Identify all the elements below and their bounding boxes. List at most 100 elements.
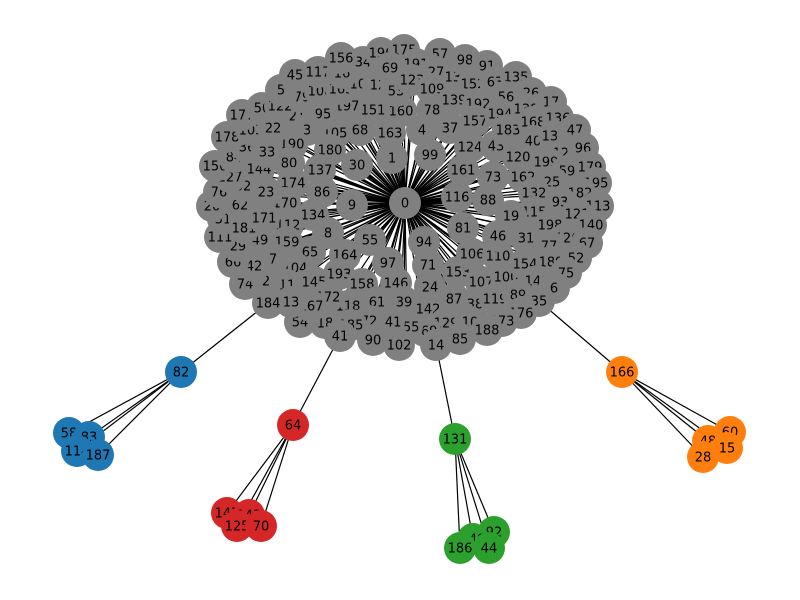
graph-node-106[interactable]: 106 — [456, 238, 488, 270]
graph-node-85[interactable]: 85 — [444, 323, 476, 355]
node-circle — [389, 187, 421, 219]
graph-edge — [454, 438, 461, 549]
graph-node-186[interactable]: 186 — [444, 532, 476, 564]
node-circle — [473, 532, 505, 564]
node-label: 14 — [428, 339, 445, 354]
node-circle — [245, 510, 277, 542]
node-circle — [477, 161, 509, 193]
graph-node-55[interactable]: 55 — [354, 224, 386, 256]
node-label: 24 — [422, 281, 439, 296]
node-label: 193 — [327, 268, 352, 283]
node-label: 74 — [237, 278, 254, 293]
graph-node-82[interactable]: 82 — [165, 356, 197, 388]
node-circle — [471, 314, 503, 346]
node-circle — [459, 105, 491, 137]
graph-node-156[interactable]: 156 — [325, 42, 357, 74]
node-label: 117 — [306, 66, 331, 81]
node-label: 137 — [308, 164, 333, 179]
node-circle — [439, 423, 471, 455]
node-circle — [221, 510, 253, 542]
graph-node-64[interactable]: 64 — [277, 409, 309, 441]
graph-node-99[interactable]: 99 — [414, 139, 446, 171]
node-label: 85 — [452, 333, 469, 348]
node-label: 178 — [215, 131, 240, 146]
node-label: 124 — [458, 141, 483, 156]
node-label: 62 — [232, 199, 249, 214]
graph-node-183[interactable]: 183 — [492, 114, 524, 146]
node-label: 2 — [262, 275, 270, 290]
graph-edge — [621, 371, 731, 433]
graph-edge — [180, 302, 269, 373]
graph-node-188[interactable]: 188 — [471, 314, 503, 346]
node-label: 171 — [252, 212, 277, 227]
graph-node-102[interactable]: 102 — [383, 329, 415, 361]
graph-edge — [454, 438, 474, 540]
graph-node-41[interactable]: 41 — [324, 320, 356, 352]
node-label: 41 — [332, 330, 349, 345]
graph-node-0[interactable]: 0 — [389, 187, 421, 219]
graph-node-1[interactable]: 1 — [376, 142, 408, 174]
node-circle — [441, 181, 473, 213]
node-circle — [165, 356, 197, 388]
graph-node-70[interactable]: 70 — [245, 510, 277, 542]
graph-node-124[interactable]: 124 — [454, 131, 486, 163]
node-label: 1 — [388, 152, 396, 167]
node-label: 186 — [448, 542, 473, 557]
graph-node-33[interactable]: 33 — [251, 136, 283, 168]
graph-node-117[interactable]: 117 — [302, 56, 334, 88]
graph-node-15[interactable]: 15 — [711, 432, 743, 464]
node-label: 30 — [349, 159, 366, 174]
node-label: 70 — [253, 520, 270, 535]
graph-node-116[interactable]: 116 — [441, 181, 473, 213]
node-label: 188 — [475, 324, 500, 339]
node-label: 184 — [256, 297, 281, 312]
node-label: 116 — [445, 191, 470, 206]
graph-node-187[interactable]: 187 — [82, 439, 114, 471]
node-circle — [414, 139, 446, 171]
node-circle — [302, 56, 334, 88]
node-label: 153 — [446, 266, 471, 281]
node-label: 102 — [387, 339, 412, 354]
node-label: 31 — [518, 232, 535, 247]
graph-node-90[interactable]: 90 — [357, 324, 389, 356]
node-circle — [357, 324, 389, 356]
node-label: 187 — [86, 449, 111, 464]
node-circle — [444, 323, 476, 355]
graph-node-171[interactable]: 171 — [248, 202, 280, 234]
graph-node-125[interactable]: 125 — [221, 510, 253, 542]
graph-edge — [248, 424, 294, 516]
node-label: 90 — [365, 334, 382, 349]
graph-node-28[interactable]: 28 — [687, 441, 719, 473]
node-circle — [438, 84, 470, 116]
node-label: 0 — [401, 197, 409, 212]
graph-node-166[interactable]: 166 — [606, 356, 638, 388]
node-circle — [325, 42, 357, 74]
graph-edge — [292, 335, 341, 426]
node-label: 110 — [486, 250, 511, 265]
graph-node-139[interactable]: 139 — [438, 84, 470, 116]
node-label: 13 — [283, 296, 300, 311]
graph-edge — [226, 424, 294, 514]
graph-edge — [621, 371, 709, 442]
node-label: 78 — [424, 104, 441, 119]
node-label: 87 — [446, 293, 463, 308]
graph-node-30[interactable]: 30 — [341, 149, 373, 181]
graph-node-13[interactable]: 13 — [275, 286, 307, 318]
graph-node-14[interactable]: 14 — [420, 329, 452, 361]
graph-node-73[interactable]: 73 — [477, 161, 509, 193]
graph-node-157[interactable]: 157 — [459, 105, 491, 137]
graph-node-44[interactable]: 44 — [473, 532, 505, 564]
graph-node-46[interactable]: 46 — [482, 220, 514, 252]
node-label: 98 — [457, 54, 474, 69]
node-circle — [248, 202, 280, 234]
node-label: 106 — [460, 248, 485, 263]
node-label: 99 — [422, 149, 439, 164]
node-label: 68 — [352, 124, 369, 139]
graph-node-81[interactable]: 81 — [447, 212, 479, 244]
node-label: 157 — [463, 115, 488, 130]
graph-node-151[interactable]: 151 — [357, 94, 389, 126]
graph-node-9[interactable]: 9 — [336, 189, 368, 221]
node-label: 23 — [258, 186, 275, 201]
graph-node-131[interactable]: 131 — [439, 423, 471, 455]
